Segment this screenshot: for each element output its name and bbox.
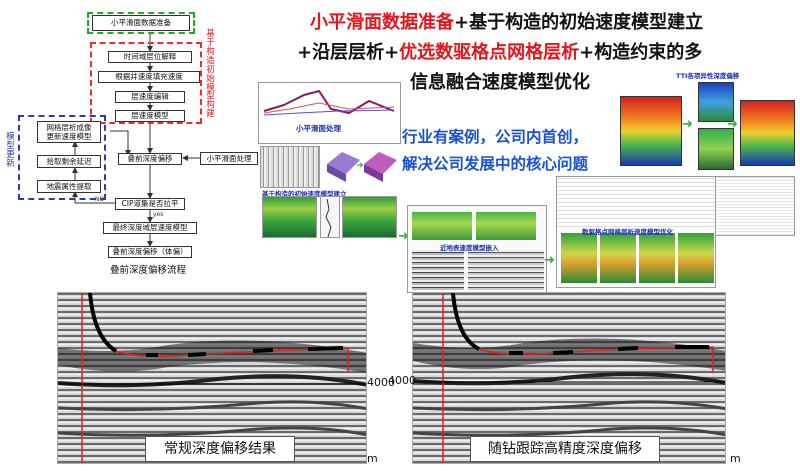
headline-line1-red: 小平滑面数据准备 — [310, 12, 454, 33]
yes-label: yes — [153, 211, 164, 218]
left-seismic-section — [57, 292, 367, 464]
near-surface-seis-right — [468, 250, 544, 290]
headline-line1: 小平滑面数据准备+基于构造的初始速度模型建立 — [310, 8, 703, 34]
right-seismic-section — [412, 292, 726, 464]
grid-tomo-panel — [556, 176, 716, 288]
grid-tomo-title: 数驱格点网格层析速度模型优化 — [582, 228, 673, 236]
box-grid-tomo: 网格层析成像 更新速度模型 — [37, 121, 101, 143]
initial-model-curves — [320, 196, 340, 238]
box-prestack-mig: 叠前深度偏移 — [118, 153, 182, 165]
box-layer-model: 层速度模型 — [115, 110, 185, 122]
near-surface-right-model — [476, 212, 536, 240]
smooth-panel-title: 小平滑面处理 — [296, 124, 341, 133]
tti-cube-2 — [698, 82, 734, 122]
smooth-surface-panel — [258, 82, 401, 144]
box-attr-extract: 地震属性提取 — [37, 180, 101, 193]
flowchart-connectors — [72, 32, 200, 247]
right-depth-tick: 4000 — [388, 374, 416, 387]
blue-side-label: 模型更新 — [6, 132, 15, 169]
near-surface-left-model — [412, 212, 472, 240]
left-seismic-caption: 常规深度偏移结果 — [145, 436, 295, 462]
box-final-mig: 叠前深度偏移（体偏） — [108, 246, 192, 258]
right-seis-strip — [715, 176, 795, 236]
box-final-model: 最终深度域层速度模型 — [103, 222, 197, 234]
no-label: NO — [95, 196, 105, 203]
smooth-gather — [260, 146, 320, 188]
initial-model-right — [342, 196, 397, 238]
box-layer-edit: 层速度编辑 — [115, 91, 185, 103]
left-depth-tick: 4000 — [367, 376, 395, 389]
smooth-cubes: ➜ — [322, 146, 402, 186]
tagline-2: 解决公司发展中的核心问题 — [402, 155, 589, 173]
tagline-1: 行业有案例，公司内首创， — [402, 128, 589, 146]
flowchart-caption: 叠前深度偏移流程 — [110, 265, 187, 276]
box-well-fill: 根据井速度填充速度 — [98, 71, 200, 83]
right-seismic-caption: 随钻跟踪高精度深度偏移 — [470, 436, 660, 462]
flow-arrow-2: ➜ — [544, 253, 555, 268]
near-surface-seis-left — [412, 250, 464, 290]
left-depth-unit: m — [367, 452, 378, 465]
box-residual-delay: 拾取剩余延迟 — [37, 155, 101, 168]
headline-line3: 信息融合速度模型优化 — [410, 72, 590, 93]
red-side-label: 基于构造初始模型构建 — [206, 29, 215, 120]
grid-tomo-model-4 — [678, 233, 714, 283]
grid-tomo-model-3 — [639, 233, 675, 283]
box-data-prep: 小平滑面数据准备 — [92, 15, 190, 31]
velocity-curve — [325, 198, 332, 237]
grid-tomo-model-2 — [600, 233, 636, 283]
initial-model-title: 基于构造的初始速度模型建立 — [262, 190, 347, 198]
grid-tomo-model-1 — [561, 233, 597, 283]
initial-model-left — [262, 196, 317, 238]
flow-arrow-1: ➜ — [398, 229, 409, 244]
left-seismic-plot — [58, 293, 366, 463]
box-cip-check: CIP道集是否拉平 — [115, 198, 185, 210]
box-time-interp: 时间域层位解释 — [108, 51, 192, 63]
tti-cube-3 — [698, 128, 734, 170]
headline-line2-b: +构造约束的多 — [579, 42, 703, 63]
right-seismic-plot — [413, 293, 725, 463]
data-prep-group — [87, 12, 195, 34]
svg-text:➜: ➜ — [356, 161, 364, 171]
model-update-group — [18, 115, 106, 200]
cube-pair-graphic: ➜ — [327, 152, 397, 182]
near-surface-title: 近地表速度模型嵌入 — [440, 244, 499, 252]
right-depth-unit: m — [730, 452, 741, 465]
tti-cube-4 — [740, 100, 795, 166]
headline-line1-rest: +基于构造的初始速度模型建立 — [454, 12, 704, 33]
grid-tomo-top-seis — [557, 177, 715, 227]
headline-line2-red: 优选数驱格点网格层析 — [399, 42, 580, 63]
headline-line2: +沿层层析+优选数驱格点网格层析+构造约束的多 — [297, 38, 702, 64]
tti-title: TTI各项异性深度偏移 — [676, 72, 740, 80]
flow-arrow-4: ➜ — [727, 117, 738, 132]
tti-cube-1 — [620, 96, 682, 166]
flow-arrow-3: ➜ — [682, 117, 693, 132]
headline-line2-a: +沿层层析+ — [297, 42, 400, 63]
smooth-surface-plot — [263, 89, 395, 116]
box-smooth-proc: 小平滑面处理 — [200, 152, 258, 165]
initial-model-group — [90, 42, 202, 124]
